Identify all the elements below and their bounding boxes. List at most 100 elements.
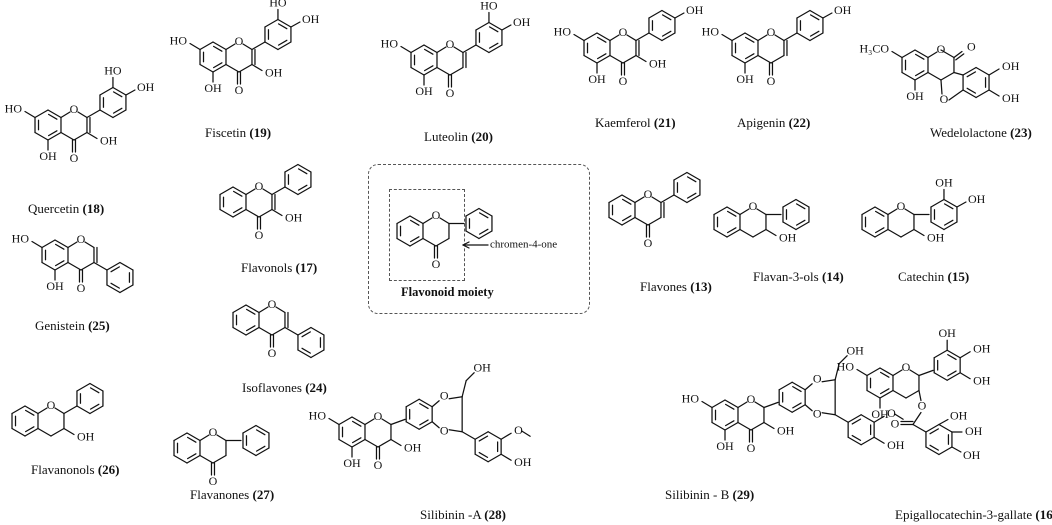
svg-text:OH: OH <box>935 175 953 189</box>
svg-text:O: O <box>446 86 455 100</box>
chromenone-highlight-box <box>389 189 465 281</box>
svg-text:O: O <box>77 232 86 246</box>
caption-flavanonols: Flavanonols (26) <box>31 462 120 477</box>
svg-text:O: O <box>918 398 927 412</box>
svg-text:O: O <box>767 74 776 88</box>
svg-text:O: O <box>432 208 441 222</box>
svg-text:HO: HO <box>554 24 572 38</box>
svg-text:OH: OH <box>77 429 95 443</box>
svg-text:HO: HO <box>480 0 498 12</box>
structure-flavones: OO <box>608 171 701 250</box>
svg-text:O: O <box>446 37 455 51</box>
svg-text:OH: OH <box>415 84 433 98</box>
svg-text:OH: OH <box>736 72 754 86</box>
caption-kaemferol: Kaemferol (21) <box>595 115 676 130</box>
svg-text:O: O <box>47 398 56 412</box>
caption-flavanones: Flavanones (27) <box>190 487 275 502</box>
svg-text:OH: OH <box>265 65 283 79</box>
svg-text:O: O <box>940 92 949 106</box>
svg-text:OH: OH <box>473 360 491 374</box>
caption-genistein: Genistein (25) <box>35 318 110 333</box>
svg-text:O: O <box>432 257 441 271</box>
svg-text:OH: OH <box>649 56 667 70</box>
svg-text:HO: HO <box>5 101 23 115</box>
svg-text:OH: OH <box>1002 91 1020 105</box>
svg-text:OH: OH <box>887 438 905 452</box>
svg-text:OH: OH <box>871 407 889 421</box>
svg-text:HO: HO <box>682 391 700 405</box>
svg-text:O: O <box>747 441 756 455</box>
svg-text:OH: OH <box>963 448 981 462</box>
svg-text:OH: OH <box>588 72 606 86</box>
svg-text:OH: OH <box>973 373 991 387</box>
structure-flavanonols: O OH <box>11 382 104 443</box>
svg-text:O: O <box>209 425 218 439</box>
caption-quercetin: Quercetin (18) <box>28 201 105 216</box>
svg-text:O: O <box>268 346 277 360</box>
svg-text:O: O <box>235 34 244 48</box>
svg-text:O: O <box>209 474 218 488</box>
svg-text:O: O <box>374 409 383 423</box>
svg-text:O: O <box>887 406 896 420</box>
svg-text:O: O <box>619 25 628 39</box>
svg-text:OH: OH <box>965 424 983 438</box>
caption-silibinin-b: Silibinin - B (29) <box>665 487 755 502</box>
flavonoid-moiety-box <box>368 164 590 314</box>
svg-text:O: O <box>255 228 264 242</box>
svg-text:OH: OH <box>514 455 532 469</box>
svg-text:O: O <box>70 102 79 116</box>
svg-text:OH: OH <box>686 3 704 17</box>
svg-text:O: O <box>749 199 758 213</box>
svg-text:OH: OH <box>285 210 303 224</box>
svg-text:O: O <box>235 83 244 97</box>
svg-text:OH: OH <box>973 341 991 355</box>
svg-text:O: O <box>897 199 906 213</box>
svg-text:OH: OH <box>513 15 531 29</box>
svg-text:O: O <box>937 42 946 56</box>
svg-text:chromen-4-one: chromen-4-one <box>490 239 557 251</box>
svg-text:HO: HO <box>837 359 855 373</box>
svg-text:OH: OH <box>1002 59 1020 73</box>
svg-text:OH: OH <box>204 81 222 95</box>
svg-text:OH: OH <box>716 439 734 453</box>
caption-luteolin: Luteolin (20) <box>424 129 493 144</box>
svg-text:OH: OH <box>968 192 986 206</box>
svg-text:O: O <box>644 236 653 250</box>
svg-text:O: O <box>374 458 383 472</box>
svg-text:OH: OH <box>137 80 155 94</box>
svg-text:O: O <box>268 297 277 311</box>
svg-text:OH: OH <box>777 423 795 437</box>
svg-text:HO: HO <box>170 33 188 47</box>
caption-flavonols: Flavonols (17) <box>241 260 318 275</box>
caption-apigenin: Apigenin (22) <box>737 115 811 130</box>
svg-text:O: O <box>70 151 79 165</box>
svg-text:OH: OH <box>846 343 864 357</box>
svg-text:OH: OH <box>404 440 422 454</box>
svg-text:OH: OH <box>343 456 361 470</box>
svg-text:HO: HO <box>702 24 720 38</box>
svg-text:HO: HO <box>104 63 122 77</box>
svg-text:OH: OH <box>927 230 945 244</box>
svg-text:OH: OH <box>779 230 797 244</box>
svg-text:O: O <box>514 423 523 437</box>
svg-text:O: O <box>619 74 628 88</box>
svg-text:OH: OH <box>906 89 924 103</box>
caption-wedelolactone: Wedelolactone (23) <box>930 125 1032 140</box>
moiety-title: Flavonoid moiety <box>401 285 494 299</box>
svg-text:O: O <box>440 423 449 437</box>
svg-text:HO: HO <box>309 408 327 422</box>
caption-fiscetin: Fiscetin (19) <box>205 125 272 140</box>
svg-text:O: O <box>440 388 449 402</box>
svg-text:HO: HO <box>269 0 287 9</box>
